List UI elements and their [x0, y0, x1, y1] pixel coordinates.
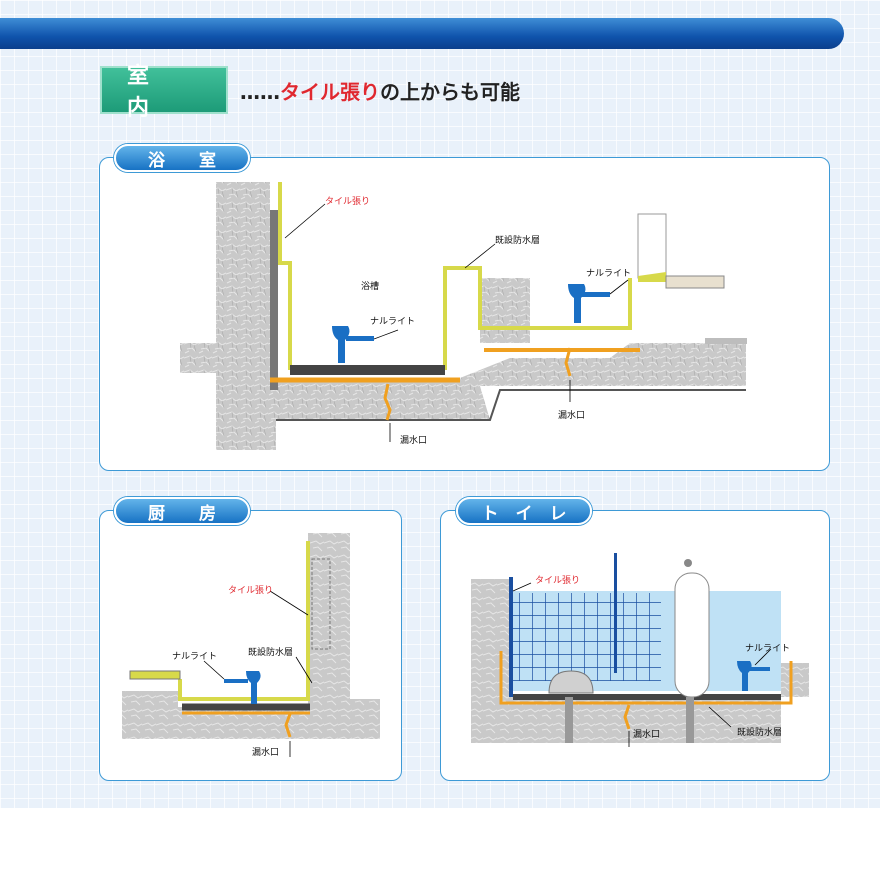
- bathroom-leader-existing: [464, 243, 496, 269]
- bathroom-wall-tile: [270, 210, 278, 390]
- bathroom-label-leak-2: 漏水口: [558, 409, 585, 421]
- bathroom-panel: タイル張り 既設防水層 浴槽 ナルライト ナルライト 漏水口 漏水口: [99, 157, 830, 471]
- bathroom-label-existing: 既設防水層: [495, 234, 540, 246]
- bathroom-leader-tile: [284, 203, 326, 239]
- headline: ……タイル張りの上からも可能: [240, 76, 520, 105]
- toilet-diagram: タイル張り ナルライト 漏水口 既設防水層: [471, 553, 809, 747]
- toilet-leader-narulite: [754, 648, 772, 666]
- section-tag-indoor: 室 内: [100, 64, 228, 121]
- bathroom-leader-narulite1: [373, 329, 399, 340]
- top-banner: [0, 18, 844, 49]
- toilet-label-existing: 既設防水層: [737, 726, 782, 738]
- kitchen-label-existing: 既設防水層: [248, 646, 293, 658]
- headline-highlight: タイル張り: [280, 80, 380, 104]
- kitchen-diagram: タイル張り ナルライト 既設防水層 漏水口: [122, 533, 380, 758]
- toilet-label-tile: タイル張り: [535, 575, 580, 586]
- bathroom-diagram: タイル張り 既設防水層 浴槽 ナルライト ナルライト 漏水口 漏水口: [180, 182, 747, 450]
- bathroom-leader-narulite2: [609, 279, 629, 295]
- toilet-narulite-nozzle: [748, 667, 770, 671]
- headline-suffix: の上からも可能: [380, 80, 520, 104]
- toilet-narulite-injector: [737, 661, 752, 691]
- kitchen-label-narulite: ナルライト: [172, 651, 217, 662]
- bathroom-narulite-injector-2: [568, 284, 586, 323]
- toilet-wall-tile: [511, 593, 661, 681]
- kitchen-label-leak: 漏水口: [252, 746, 279, 758]
- headline-prefix: ……: [240, 80, 280, 104]
- toilet-crack: [623, 704, 631, 730]
- bathroom-label-tub: 浴槽: [361, 280, 379, 292]
- bathroom-narulite-nozzle-2: [582, 292, 610, 297]
- bathroom-step: [480, 278, 530, 343]
- toilet-seal: [499, 651, 793, 705]
- kitchen-slab: [122, 533, 380, 739]
- bathroom-title-pill: 浴 室: [114, 144, 250, 172]
- bathroom-label-narulite-2: ナルライト: [586, 268, 631, 279]
- toilet-urinal: [674, 572, 710, 698]
- bathroom-sill: [665, 275, 725, 289]
- bathroom-pipe-line: [276, 389, 746, 421]
- kitchen-narulite-injector: [246, 671, 261, 704]
- bathroom-narulite-nozzle-1: [346, 336, 374, 341]
- kitchen-counter: [129, 670, 181, 680]
- kitchen-panel: タイル張り ナルライト 既設防水層 漏水口: [99, 510, 402, 781]
- toilet-title-pill: ト イ レ: [456, 497, 592, 525]
- kitchen-crack: [284, 713, 292, 738]
- bathroom-crack-2: [564, 347, 572, 377]
- toilet-label-leak: 漏水口: [633, 728, 660, 740]
- bathroom-slab: [216, 182, 746, 450]
- bathroom-right-membrane: [638, 272, 666, 282]
- kitchen-label-tile: タイル張り: [228, 585, 273, 596]
- kitchen-membrane: [178, 541, 310, 701]
- toilet-partition: [614, 553, 617, 673]
- kitchen-leader-tile: [269, 590, 309, 616]
- bathroom-right-base: [705, 338, 747, 344]
- bathroom-slab-left: [180, 343, 216, 373]
- bathroom-membrane: [278, 182, 632, 370]
- toilet-drain-pipe-1: [565, 697, 573, 743]
- kitchen-title-pill: 厨 房: [114, 497, 250, 525]
- bathroom-label-leak-1: 漏水口: [400, 434, 427, 446]
- toilet-panel: タイル張り ナルライト 漏水口 既設防水層: [440, 510, 830, 781]
- toilet-label-narulite: ナルライト: [745, 643, 790, 654]
- toilet-leader-tile: [512, 582, 532, 592]
- bathroom-label-tile: タイル張り: [325, 196, 370, 207]
- kitchen-leader-existing: [295, 656, 313, 684]
- kitchen-wall-tile: [311, 558, 331, 650]
- toilet-urinal-valve: [684, 559, 692, 567]
- kitchen-leader-narulite: [203, 660, 225, 680]
- bathroom-crack-1: [383, 383, 392, 421]
- bathroom-narulite-injector-1: [332, 326, 350, 363]
- toilet-wall-edge: [509, 577, 513, 697]
- kitchen-narulite-nozzle: [224, 679, 248, 683]
- toilet-leader-existing: [708, 706, 732, 728]
- toilet-floor-drain: [548, 670, 594, 694]
- bathroom-right-wall: [637, 213, 667, 279]
- bathroom-label-narulite-1: ナルライト: [370, 316, 415, 327]
- toilet-drain-pipe-2: [686, 697, 694, 743]
